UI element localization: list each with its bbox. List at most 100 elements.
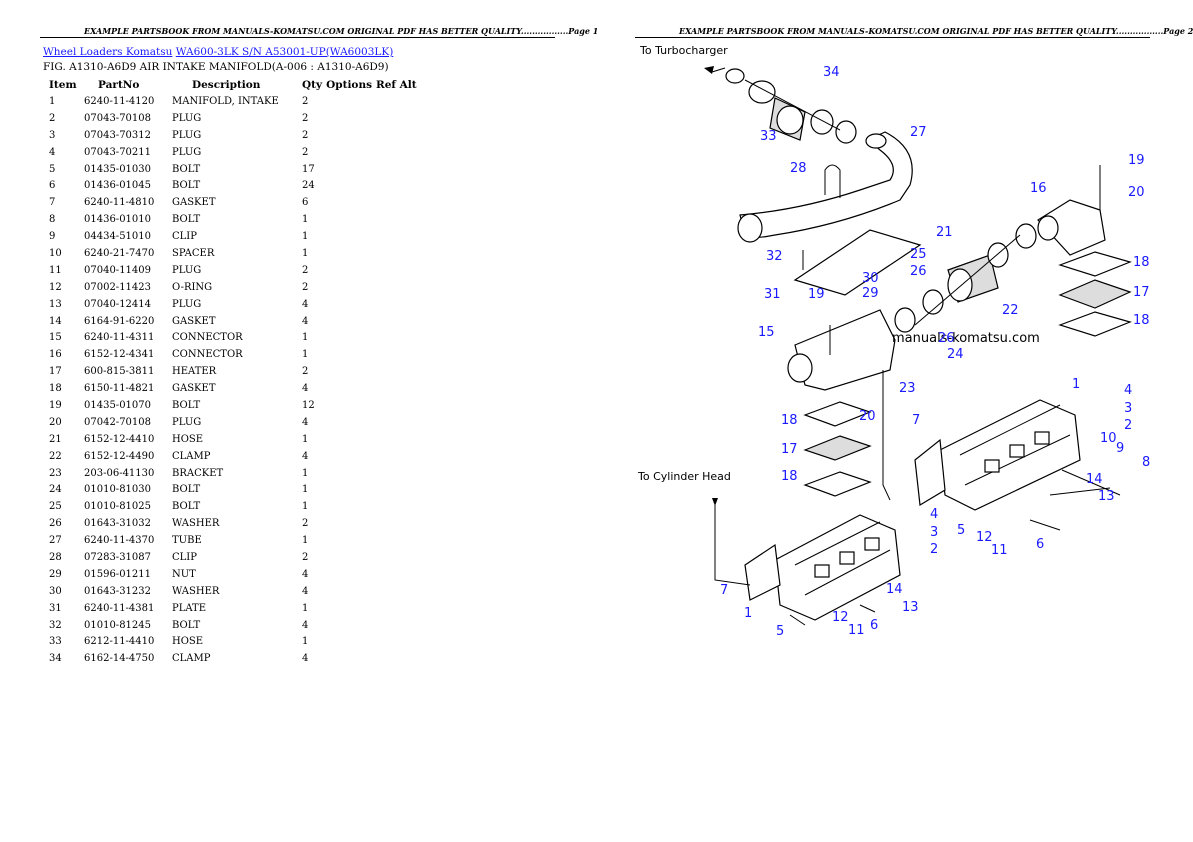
cell-ref-alt [372,532,417,549]
header-divider-right [635,37,1150,38]
cell-qty: 4 [302,298,309,310]
cell-description: BOLT [172,214,201,226]
cell-options [322,448,372,465]
cell-ref-alt [372,431,417,448]
cell-qty: 1 [302,332,309,344]
cell-partno: 01010-81245 [84,619,152,631]
cell-qty: 2 [302,129,309,141]
breadcrumb: Wheel Loaders Komatsu WA600-3LK S/N A530… [43,46,393,58]
col-header-ref-alt: Ref Alt [376,78,417,91]
callout-9: 9 [1116,441,1124,456]
callout-34: 34 [823,65,840,80]
breadcrumb-link-model[interactable]: WA600-3LK S/N A53001-UP(WA6003LK) [175,46,394,58]
callout-14-left: 14 [886,582,903,597]
cell-ref-alt [372,498,417,515]
bolts-right [1029,469,1121,531]
callout-1-left: 1 [744,606,752,621]
cell-item: 20 [49,416,62,428]
cell-item: 23 [49,467,62,479]
cell-partno: 07002-11423 [84,281,152,293]
turbo-arrow-line [711,67,726,73]
cell-description: MANIFOLD, INTAKE [172,95,279,107]
breadcrumb-link-wheel-loaders[interactable]: Wheel Loaders Komatsu [43,46,173,58]
cell-description: HEATER [172,366,217,378]
callout-17-left: 17 [781,442,798,457]
cell-ref-alt [372,296,417,313]
cell-options [322,161,372,178]
cell-partno: 07040-11409 [84,264,152,276]
cell-options [322,110,372,127]
cell-qty: 1 [302,349,309,361]
callout-12-right: 12 [976,530,993,545]
cell-options [322,262,372,279]
cell-item: 5 [49,163,56,175]
cell-ref-alt [372,397,417,414]
cell-partno: 01010-81030 [84,484,152,496]
cell-description: BRACKET [172,467,224,479]
intake-manifold-left [774,514,901,621]
cell-qty: 4 [302,383,309,395]
cell-partno: 6152-12-4341 [84,349,155,361]
cell-partno: 01435-01070 [84,399,152,411]
cell-item: 26 [49,518,62,530]
cell-description: HOSE [172,433,204,445]
cell-description: WASHER [172,585,220,597]
callout-29: 29 [862,286,879,301]
hose-21-clamps-22 [894,223,1037,333]
cell-qty: 4 [302,450,309,462]
cell-item: 11 [49,264,62,276]
callout-25: 25 [910,247,927,262]
cell-options [322,313,372,330]
gasket-heater-stack-left [803,401,872,497]
cell-options [322,245,372,262]
tube-27 [737,131,913,243]
cell-partno: 01010-81025 [84,501,152,513]
cell-qty: 12 [302,399,315,411]
cell-item: 17 [49,366,62,378]
cell-qty: 2 [302,518,309,530]
callout-18-right: 18 [1133,313,1150,328]
callout-32: 32 [766,249,783,264]
cell-description: BOLT [172,619,201,631]
cell-options [322,93,372,110]
cell-item: 22 [49,450,62,462]
cell-ref-alt [372,194,417,211]
cell-ref-alt [372,211,417,228]
cell-ref-alt [372,600,417,617]
page-header-left: EXAMPLE PARTSBOOK FROM MANUALS-KOMATSU.C… [84,26,599,36]
cell-item: 29 [49,568,62,580]
cell-ref-alt [372,177,417,194]
cell-item: 18 [49,383,62,395]
cell-item: 30 [49,585,62,597]
cell-options [322,346,372,363]
callout-7-left: 7 [720,583,728,598]
cell-options [322,515,372,532]
cell-description: CLIP [172,231,197,243]
cell-ref-alt [372,566,417,583]
cell-description: GASKET [172,315,216,327]
cell-qty: 1 [302,636,309,648]
cell-partno: 01643-31232 [84,585,152,597]
cell-options [322,481,372,498]
cell-item: 7 [49,197,56,209]
callout-23: 23 [899,381,916,396]
cell-qty: 2 [302,366,309,378]
cell-item: 19 [49,399,62,411]
cell-item: 15 [49,332,62,344]
cell-partno: 07040-12414 [84,298,152,310]
cell-item: 14 [49,315,62,327]
gasket-heater-stack-right [1058,251,1132,337]
connector-15 [787,309,896,391]
cell-ref-alt [372,110,417,127]
cell-qty: 1 [302,214,309,226]
cell-options [322,583,372,600]
callout-15: 15 [758,325,775,340]
cell-partno: 04434-51010 [84,231,152,243]
cell-partno: 07043-70108 [84,112,152,124]
